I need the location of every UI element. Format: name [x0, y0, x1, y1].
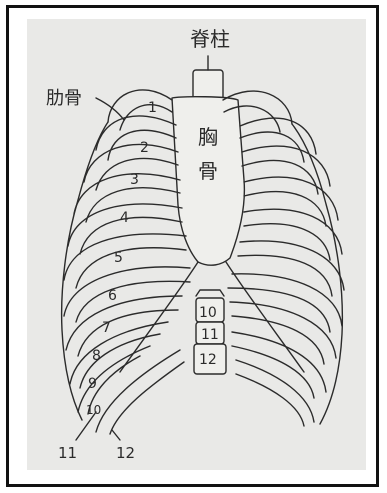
floating-rib-label-11: 11: [58, 444, 77, 462]
vertebra-number-10: 10: [199, 305, 217, 321]
ribs-pointer: [96, 98, 124, 120]
rib-number-6: 6: [108, 288, 117, 304]
vertebra-number-11: 11: [201, 327, 219, 343]
vertebra-10-top: [196, 290, 224, 296]
rib-number-3: 3: [130, 172, 139, 188]
top-vertebra: [193, 70, 223, 100]
sternum-label-1: 胸: [198, 125, 218, 149]
left-ribs: [62, 90, 190, 434]
left-costal-margin: [120, 262, 198, 372]
spine-label: 脊柱: [190, 27, 230, 51]
rib-number-8: 8: [92, 348, 101, 364]
rib-12-pointer: [112, 430, 120, 440]
rib-number-7: 7: [102, 320, 111, 336]
rib-number-9: 9: [88, 376, 97, 392]
rib-number-5: 5: [114, 250, 123, 266]
rib-number-2: 2: [140, 140, 149, 156]
vertebra-number-12: 12: [199, 352, 217, 368]
rib-number-4: 4: [120, 210, 129, 226]
rib-number-10: 10: [86, 403, 101, 417]
sternum-label-2: 骨: [198, 159, 218, 183]
rib-number-1: 1: [148, 100, 157, 116]
floating-rib-label-12: 12: [116, 444, 135, 462]
ribs-label: 肋骨: [46, 88, 82, 109]
